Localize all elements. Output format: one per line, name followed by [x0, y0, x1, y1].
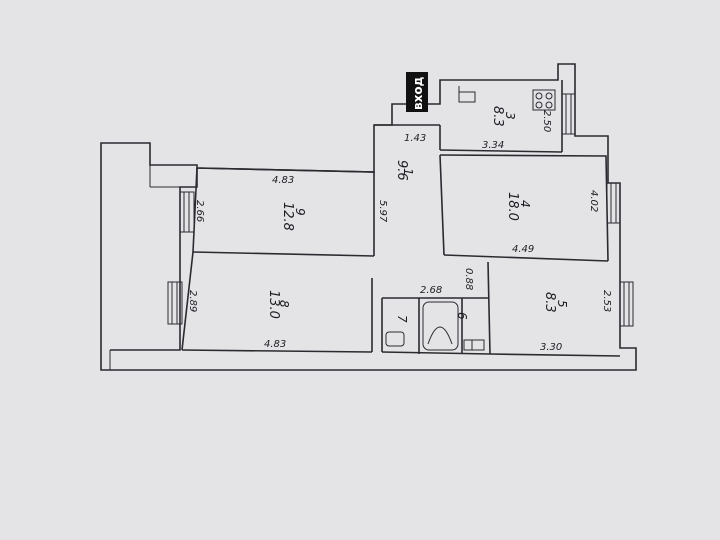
dim-4-83-top: 4.83 — [272, 175, 294, 186]
room-8-number: 8 — [277, 300, 291, 308]
room-3-area: 8.3 — [490, 106, 505, 127]
sink-icon — [458, 91, 476, 103]
room-1-number: 1 — [401, 168, 415, 176]
room-4-area: 18.0 — [505, 192, 520, 221]
dim-5-97: 5.97 — [377, 200, 388, 223]
dim-0-88: 0.88 — [463, 268, 474, 290]
room-4-number: 4 — [518, 200, 532, 208]
toilet-icon — [463, 339, 485, 351]
dim-3-30: 3.30 — [540, 342, 562, 353]
room-5-area: 8.3 — [542, 292, 557, 313]
dim-3-34: 3.34 — [482, 140, 504, 151]
dim-2-89: 2.89 — [187, 290, 198, 312]
fixtures — [385, 86, 556, 351]
dim-2-50: 2.50 — [541, 110, 552, 132]
dim-4-83-bottom: 4.83 — [264, 339, 286, 350]
dim-2-68: 2.68 — [420, 285, 442, 296]
bathtub-icon — [422, 301, 459, 351]
dimension-labels: 1.43 3.34 2.50 4.83 2.66 5.97 4.02 4.49 … — [187, 110, 612, 353]
dim-4-02: 4.02 — [588, 190, 599, 212]
room-6-area: 12.8 — [280, 202, 295, 231]
room-3-number: 3 — [503, 112, 517, 120]
room-labels: 3 8.3 1 9.6 4 18.0 9 12.8 8 13.0 5 8.3 7… — [266, 106, 569, 323]
room-9-number: 9 — [293, 208, 307, 216]
windows — [167, 93, 634, 327]
room-7-number: 7 — [395, 315, 409, 323]
room-1-area: 9.6 — [394, 160, 409, 181]
dim-2-66: 2.66 — [194, 200, 205, 222]
dim-4-49: 4.49 — [512, 244, 534, 255]
dim-1-43: 1.43 — [404, 133, 426, 144]
interior-walls — [181, 80, 621, 357]
entrance-label: вход — [411, 76, 425, 110]
stove-icon — [532, 89, 556, 111]
dim-2-53: 2.53 — [601, 290, 612, 312]
room-8-area: 13.0 — [266, 290, 281, 319]
room-6-number: 6 — [455, 312, 469, 320]
room-5-number: 5 — [555, 300, 569, 308]
entrance-marker: вход — [406, 72, 428, 112]
washbasin-icon — [385, 331, 405, 347]
